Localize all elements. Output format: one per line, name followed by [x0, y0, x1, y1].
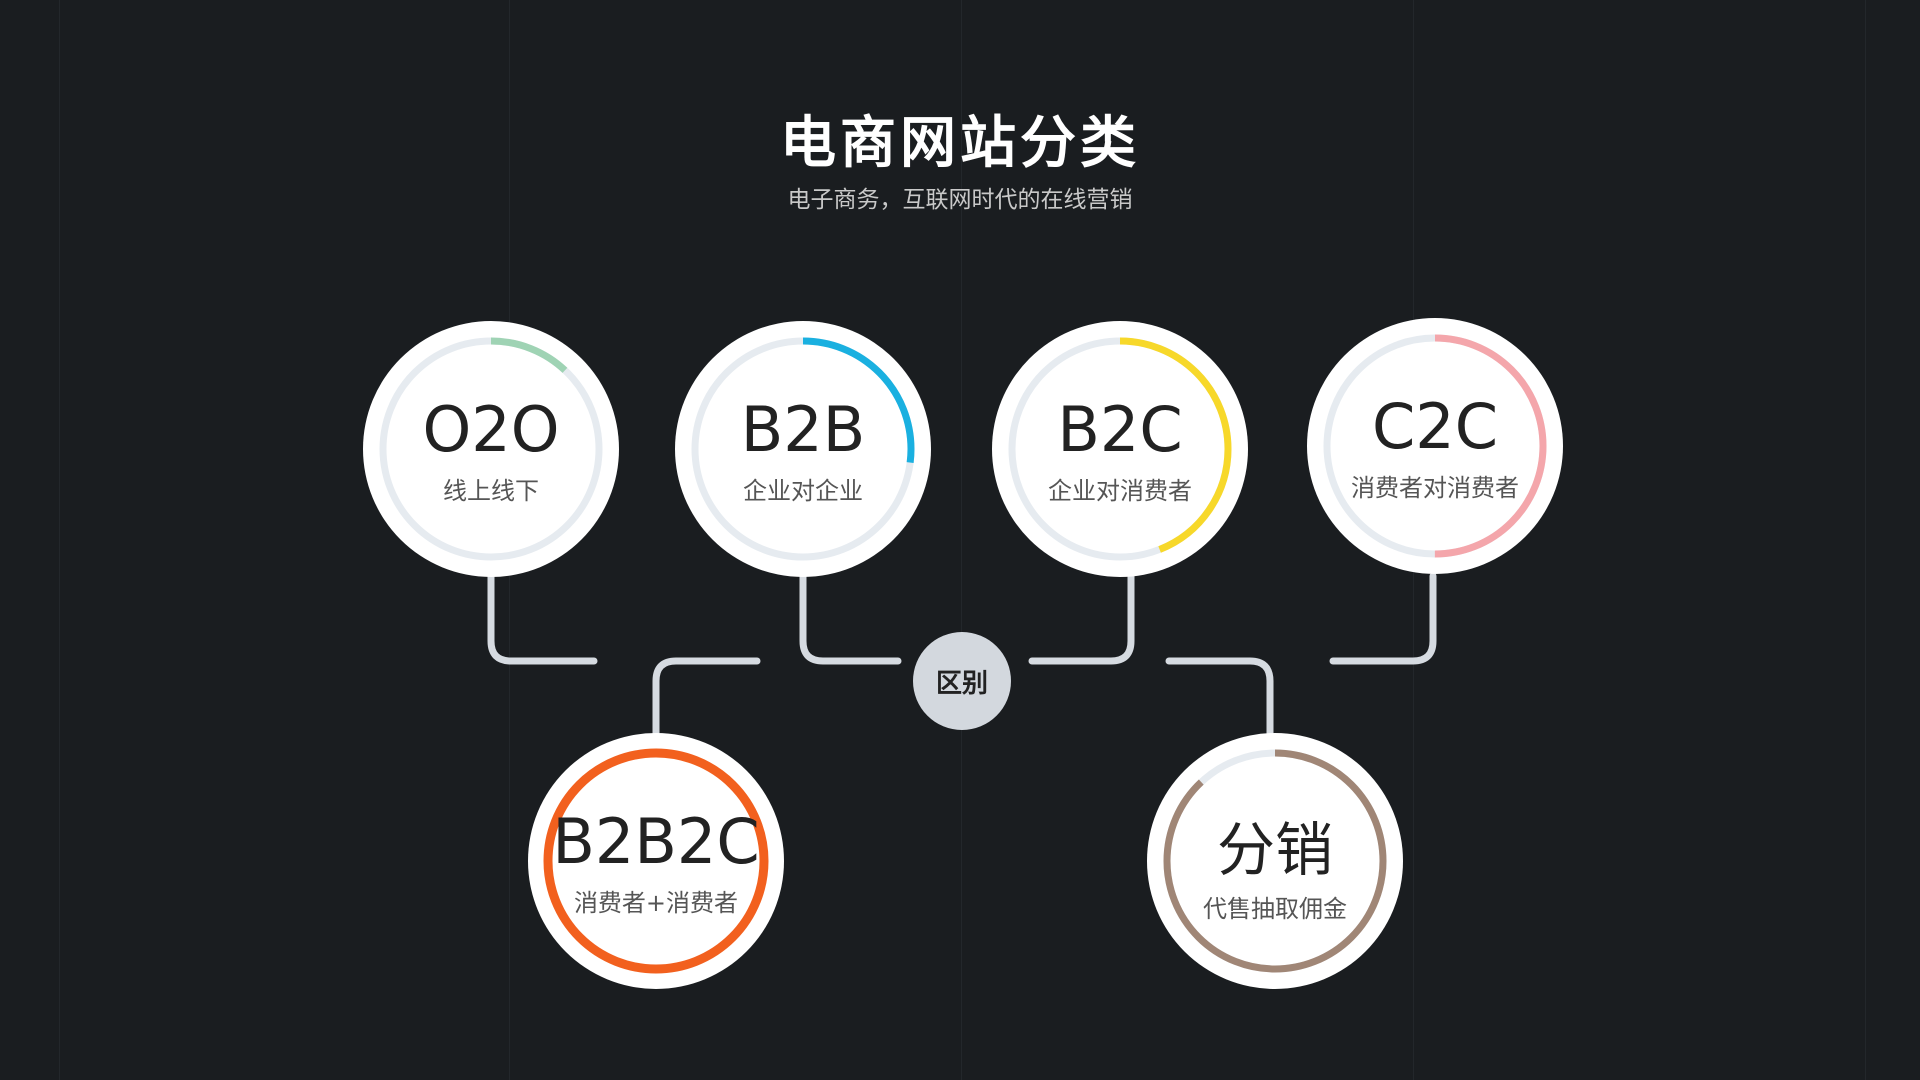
node-code: B2B2C [552, 805, 760, 878]
node-disc [1147, 733, 1403, 989]
connector-c2c [1329, 572, 1437, 665]
background-gridline [59, 0, 60, 1080]
node-disc [1307, 318, 1563, 574]
node-progress-arc [543, 748, 769, 974]
node-code: O2O [422, 393, 560, 466]
node-desc: 企业对企业 [743, 477, 863, 505]
connector-b2b [799, 572, 902, 665]
node-c2c: C2C 消费者对消费者 [1307, 318, 1563, 574]
node-distribution: 分销 代售抽取佣金 [1147, 733, 1403, 989]
page-title: 电商网站分类 [780, 111, 1140, 176]
connector-b2c [1028, 572, 1135, 665]
connector-distribution [1165, 657, 1274, 739]
node-progress-arc [691, 337, 915, 561]
node-desc: 线上线下 [443, 477, 539, 505]
background-gridline [1865, 0, 1866, 1080]
node-code: C2C [1371, 390, 1499, 463]
node-b2b: B2B 企业对企业 [675, 321, 931, 577]
page-subtitle: 电子商务，互联网时代的在线营销 [787, 187, 1133, 213]
node-desc: 企业对消费者 [1048, 477, 1192, 505]
node-code: B2B [740, 393, 866, 466]
node-disc [992, 321, 1248, 577]
connector-b2b2c [652, 657, 761, 739]
node-o2o: O2O 线上线下 [363, 321, 619, 577]
node-progress-arc [1008, 337, 1232, 561]
node-disc [363, 321, 619, 577]
node-b2b2c: B2B2C 消费者+消费者 [528, 733, 784, 989]
difference-hub: 区别 [913, 632, 1011, 730]
node-progress-arc [1323, 334, 1547, 558]
background-gridline [961, 0, 962, 1080]
node-disc [675, 321, 931, 577]
node-disc [528, 733, 784, 989]
node-desc: 代售抽取佣金 [1203, 895, 1347, 923]
connector-o2o [487, 572, 598, 665]
node-b2c: B2C 企业对消费者 [992, 321, 1248, 577]
node-desc: 消费者对消费者 [1351, 474, 1519, 502]
node-code: 分销 [1216, 816, 1333, 884]
node-desc: 消费者+消费者 [573, 889, 739, 917]
node-progress-arc [379, 337, 603, 561]
node-code: B2C [1057, 393, 1183, 466]
node-progress-arc [1163, 749, 1387, 973]
